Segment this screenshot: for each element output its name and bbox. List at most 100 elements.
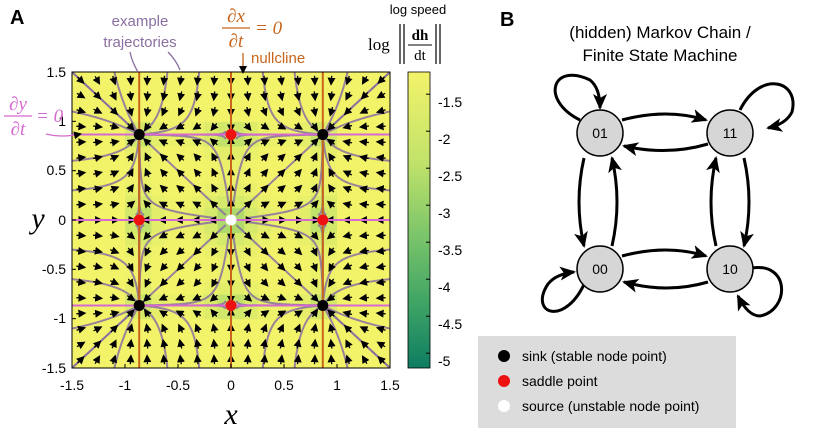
state-label: 11 — [723, 125, 738, 141]
vector-arrow — [293, 262, 302, 272]
heatmap-cell — [98, 207, 113, 221]
annotation-line-1: example — [112, 13, 169, 30]
vector-arrow — [109, 277, 120, 286]
vector-arrow — [143, 323, 152, 334]
vector-arrow — [326, 200, 336, 209]
heatmap-cell — [138, 84, 153, 98]
vector-arrow — [342, 231, 353, 240]
vector-arrow — [158, 231, 168, 239]
vector-arrow — [293, 153, 303, 162]
dy-numerator: ∂y — [9, 94, 27, 115]
heatmap-cell — [85, 306, 100, 320]
vector-arrow — [328, 168, 336, 178]
vector-arrow — [359, 169, 369, 178]
vector-arrow — [126, 262, 134, 272]
heatmap-cell — [178, 121, 192, 135]
transition-00-to-10 — [621, 245, 708, 259]
heatmap-cell — [204, 183, 219, 196]
vector-arrow — [375, 169, 386, 178]
vector-arrow — [193, 246, 202, 256]
heatmap-cell — [337, 207, 351, 221]
vector-arrow — [260, 262, 269, 272]
state-circle — [706, 109, 754, 157]
heatmap-cell — [191, 220, 206, 233]
heatmap-cell — [72, 96, 86, 110]
vector-arrow — [294, 293, 304, 301]
colorbar-den: dt — [414, 48, 427, 64]
heatmap-cell — [270, 355, 285, 368]
vector-arrow — [210, 323, 219, 334]
heatmap-cell — [231, 183, 245, 196]
heatmap-cell — [350, 220, 365, 233]
vector-arrow — [109, 231, 120, 240]
heatmap-cell — [217, 318, 232, 332]
heatmap-cell — [138, 72, 153, 85]
heatmap-cell — [363, 133, 378, 147]
heatmap-cell — [284, 183, 298, 196]
heatmap-cell — [111, 133, 126, 147]
heatmap-cell — [204, 269, 219, 283]
vector-arrow — [92, 75, 101, 85]
heatmap-cell — [376, 96, 390, 110]
vector-arrow — [310, 231, 319, 241]
heatmap-cell — [231, 96, 245, 110]
heatmap-cell — [217, 232, 232, 246]
heatmap-cell — [178, 343, 192, 357]
vector-arrow — [344, 75, 353, 86]
heatmap-cell — [72, 232, 86, 246]
transition-10-to-11 — [706, 156, 720, 247]
heatmap-cell — [270, 331, 285, 344]
vector-arrow — [327, 122, 336, 131]
vector-arrow — [360, 91, 370, 100]
vector-arrow — [76, 122, 87, 131]
vector-arrow — [160, 91, 169, 102]
vector-arrow — [159, 278, 169, 287]
vector-arrow — [211, 152, 219, 162]
heatmap-cell — [191, 121, 206, 135]
vector-arrow — [376, 90, 386, 99]
vector-arrow — [260, 139, 270, 147]
heatmap-cell — [204, 109, 219, 122]
heatmap-cell — [178, 232, 192, 246]
vector-arrow — [310, 293, 319, 303]
vector-arrow — [144, 262, 152, 273]
vector-arrow — [178, 323, 186, 333]
vector-arrow — [192, 201, 202, 209]
heatmap-cell — [376, 331, 390, 344]
heatmap-cell — [191, 257, 206, 270]
vector-arrow — [93, 122, 104, 131]
panel-b-title-line-1: (hidden) Markov Chain / — [569, 23, 751, 42]
vector-arrow — [328, 247, 336, 257]
x-axis-label: x — [223, 398, 238, 431]
vector-arrow — [277, 293, 287, 301]
vector-arrow — [277, 310, 287, 318]
heatmap-cell — [85, 257, 100, 270]
vector-arrow — [177, 91, 186, 102]
heatmap-cell — [125, 232, 139, 246]
vector-arrow — [161, 323, 169, 333]
heatmap-cell — [257, 220, 272, 233]
heatmap-cell — [111, 232, 126, 246]
vector-arrow — [193, 153, 202, 162]
heatmap-cell — [85, 170, 100, 184]
vector-arrow — [158, 139, 168, 147]
vector-arrow — [109, 293, 120, 302]
heatmap-cell — [350, 195, 365, 209]
heatmap-cell — [231, 244, 245, 258]
heatmap-cell — [98, 158, 113, 172]
heatmap-cell — [217, 109, 232, 122]
heatmap-cell — [111, 207, 126, 221]
transition-01-to-11 — [621, 109, 708, 123]
vector-arrow — [358, 138, 369, 147]
legend-background — [478, 336, 736, 428]
vector-arrow — [194, 323, 202, 334]
x-nullcline-equation: ∂x ∂t = 0 — [222, 6, 283, 52]
vector-arrow — [160, 354, 169, 365]
heatmap-cell — [125, 343, 139, 357]
saddle-point — [317, 214, 329, 226]
heatmap-cell — [72, 195, 86, 209]
heatmap-cell — [111, 158, 126, 172]
heatmap-cell — [297, 355, 312, 368]
vector-arrow — [109, 91, 117, 101]
y-tick-labels: 1.5 1 0.5 0 -0.5 -1 -1.5 — [42, 64, 66, 376]
